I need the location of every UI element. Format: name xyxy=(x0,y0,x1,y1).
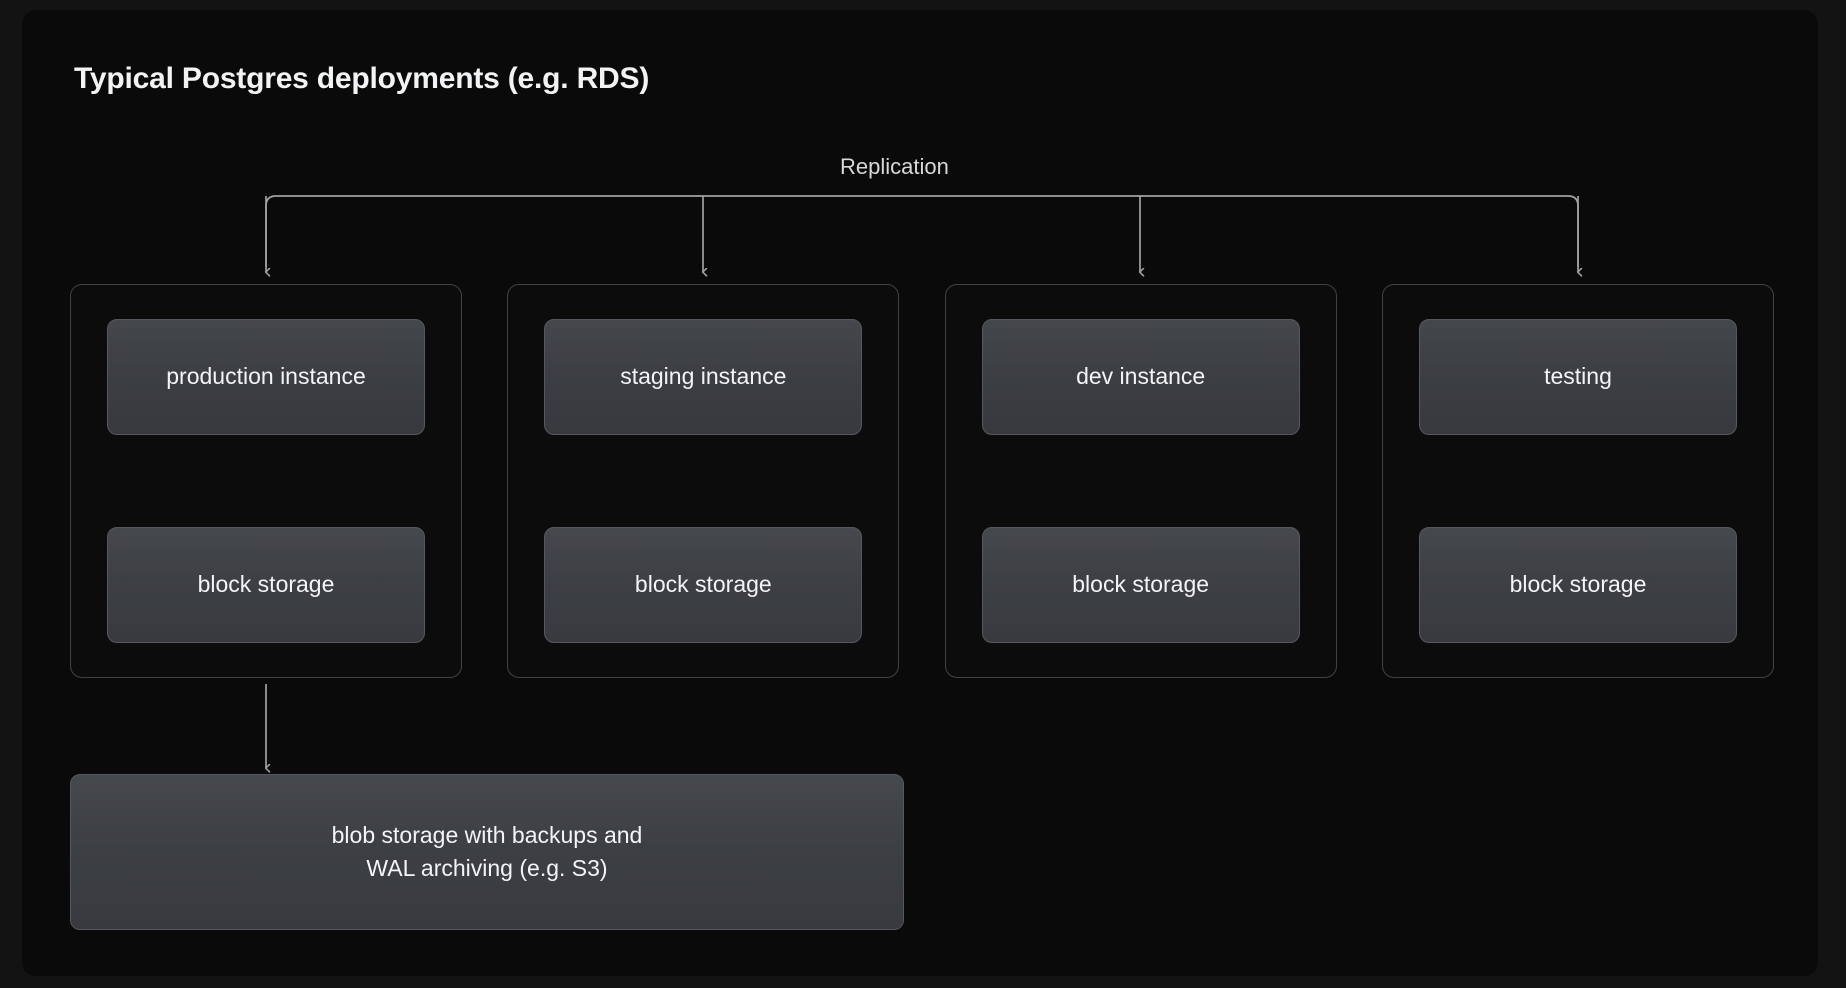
replication-label: Replication xyxy=(840,154,949,179)
node-label: block storage xyxy=(1509,571,1647,598)
replication-bus xyxy=(265,195,1579,267)
replication-drop-arrows xyxy=(266,196,1578,272)
node-label: blob storage with backups and WAL archiv… xyxy=(331,822,643,881)
node-testing-instance[interactable]: testing xyxy=(1418,319,1737,435)
node-label: block storage xyxy=(197,571,335,598)
group-production[interactable]: production instance block storage xyxy=(70,284,462,678)
node-dev-instance[interactable]: dev instance xyxy=(981,319,1300,435)
slide-panel: Typical Postgres deployments (e.g. RDS) … xyxy=(22,10,1818,976)
node-label: staging instance xyxy=(620,363,787,390)
node-staging-instance[interactable]: staging instance xyxy=(544,319,863,435)
node-label: testing xyxy=(1544,363,1612,390)
node-production-instance[interactable]: production instance xyxy=(107,319,425,435)
node-testing-block-storage[interactable]: block storage xyxy=(1418,527,1737,643)
node-label: block storage xyxy=(1072,571,1210,598)
node-label: block storage xyxy=(634,571,772,598)
node-blob-storage[interactable]: blob storage with backups and WAL archiv… xyxy=(70,774,904,930)
node-staging-block-storage[interactable]: block storage xyxy=(544,527,863,643)
node-label: production instance xyxy=(166,363,366,390)
node-dev-block-storage[interactable]: block storage xyxy=(981,527,1300,643)
page-title: Typical Postgres deployments (e.g. RDS) xyxy=(74,62,650,95)
deployment-groups-row: production instance block storage stagin… xyxy=(70,284,1774,678)
node-label: dev instance xyxy=(1076,363,1206,390)
group-staging[interactable]: staging instance block storage xyxy=(507,284,900,678)
node-production-block-storage[interactable]: block storage xyxy=(107,527,425,643)
group-testing[interactable]: testing block storage xyxy=(1381,284,1774,678)
group-dev[interactable]: dev instance block storage xyxy=(944,284,1337,678)
